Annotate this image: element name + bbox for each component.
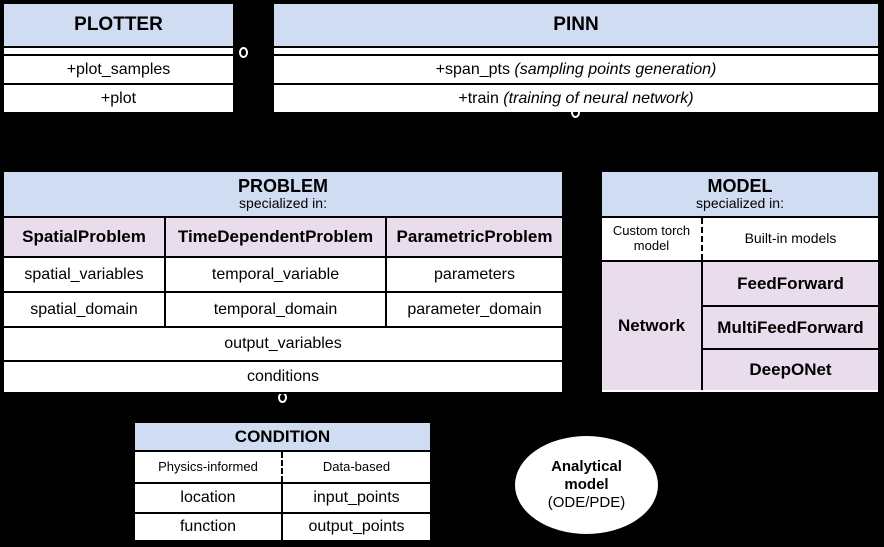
class-box-problem[interactable]: PROBLEM specialized in: SpatialProblem T…: [2, 170, 564, 394]
condition-kind-row: Physics-informed Data-based: [135, 452, 430, 482]
connector-to-model: [575, 143, 577, 172]
problem-attr-temporal-domain: temporal_domain: [164, 293, 385, 326]
class-box-plotter[interactable]: PLOTTER +plot_samples +plot: [2, 2, 235, 112]
model-builtin-deeponet[interactable]: DeepONet: [703, 348, 878, 390]
analytical-line-1: Analytical: [551, 458, 622, 476]
pinn-header: PINN: [274, 4, 878, 48]
connector-problem-condition: [282, 396, 284, 422]
condition-location: location: [135, 484, 281, 512]
plotter-method-row[interactable]: +plot: [4, 83, 233, 112]
connector-plotter-pinn: [235, 52, 275, 54]
problem-shared-row-output-variables: output_variables: [4, 326, 562, 360]
model-category-builtin: Built-in models: [701, 218, 878, 260]
pinn-spacer: [274, 48, 878, 54]
condition-header: CONDITION: [135, 423, 430, 452]
connector-endpoint-circle-plotter: [239, 47, 248, 58]
pinn-method-row[interactable]: +train (training of neural network): [274, 83, 878, 112]
problem-specialization-parametric[interactable]: ParametricProblem: [385, 218, 562, 256]
model-category-custom: Custom torch model: [602, 218, 701, 260]
condition-row: function output_points: [135, 512, 430, 540]
connector-fork-bar: [281, 143, 577, 145]
condition-output-points: output_points: [281, 514, 430, 540]
problem-attribute-row: spatial_domain temporal_domain parameter…: [4, 291, 562, 326]
model-custom-network[interactable]: Network: [602, 262, 701, 390]
problem-shared-row-conditions: conditions: [4, 360, 562, 392]
model-subtitle: specialized in:: [696, 195, 784, 212]
condition-row: location input_points: [135, 482, 430, 512]
pinn-title: PINN: [553, 14, 599, 36]
condition-title: CONDITION: [234, 426, 331, 446]
problem-attr-spatial-domain: spatial_domain: [4, 293, 164, 326]
condition-function: function: [135, 514, 281, 540]
connector-to-problem: [281, 143, 283, 172]
class-box-condition[interactable]: CONDITION Physics-informed Data-based lo…: [133, 421, 432, 541]
problem-title: PROBLEM: [238, 176, 328, 197]
model-category-row: Custom torch model Built-in models: [602, 218, 878, 260]
problem-specialization-spatial[interactable]: SpatialProblem: [4, 218, 164, 256]
analytical-line-2: model: [564, 476, 609, 494]
analytical-line-3: (ODE/PDE): [547, 493, 626, 511]
plotter-method-row[interactable]: +plot_samples: [4, 54, 233, 83]
plotter-spacer: [4, 48, 233, 54]
arrowhead-icon: [432, 474, 444, 488]
problem-shared-1: conditions: [246, 368, 320, 385]
pinn-method-note-0: (sampling points generation): [514, 60, 717, 78]
problem-attr-parameter-domain: parameter_domain: [385, 293, 562, 326]
pinn-method-row[interactable]: +span_pts (sampling points generation): [274, 54, 878, 83]
class-box-model[interactable]: MODEL specialized in: Custom torch model…: [600, 170, 880, 394]
model-body: Network FeedForward MultiFeedForward Dee…: [602, 260, 878, 390]
problem-specialization-timedependent[interactable]: TimeDependentProblem: [164, 218, 385, 256]
model-builtin-list: FeedForward MultiFeedForward DeepONet: [701, 262, 878, 390]
pinn-method-note-1: (training of neural network): [503, 89, 694, 107]
plotter-method-0: +plot_samples: [66, 60, 171, 78]
model-builtin-feedforward[interactable]: FeedForward: [703, 262, 878, 305]
condition-kind-physics-informed: Physics-informed: [135, 452, 281, 482]
problem-specialization-row: SpatialProblem TimeDependentProblem Para…: [4, 218, 562, 256]
class-box-pinn[interactable]: PINN +span_pts (sampling points generati…: [272, 2, 880, 112]
problem-attr-parameters: parameters: [385, 258, 562, 291]
node-analytical-model[interactable]: Analytical model (ODE/PDE): [513, 434, 660, 536]
model-header: MODEL specialized in:: [602, 172, 878, 218]
pinn-method-name-0: +span_pts: [435, 60, 510, 78]
problem-shared-0: output_variables: [224, 335, 342, 352]
plotter-title: PLOTTER: [74, 14, 163, 36]
plotter-header: PLOTTER: [4, 4, 233, 48]
problem-attr-spatial-variables: spatial_variables: [4, 258, 164, 291]
connector-analytical-condition: [443, 480, 516, 482]
plotter-method-1: +plot: [100, 89, 137, 107]
problem-subtitle: specialized in:: [239, 195, 327, 212]
problem-attribute-row: spatial_variables temporal_variable para…: [4, 256, 562, 291]
condition-input-points: input_points: [281, 484, 430, 512]
problem-attr-temporal-variable: temporal_variable: [164, 258, 385, 291]
pinn-method-name-1: +train: [458, 89, 499, 107]
model-builtin-multifeedforward[interactable]: MultiFeedForward: [703, 305, 878, 348]
model-title: MODEL: [707, 176, 773, 197]
connector-pinn-down: [575, 110, 577, 144]
condition-kind-data-based: Data-based: [281, 452, 430, 482]
problem-header: PROBLEM specialized in:: [4, 172, 562, 218]
